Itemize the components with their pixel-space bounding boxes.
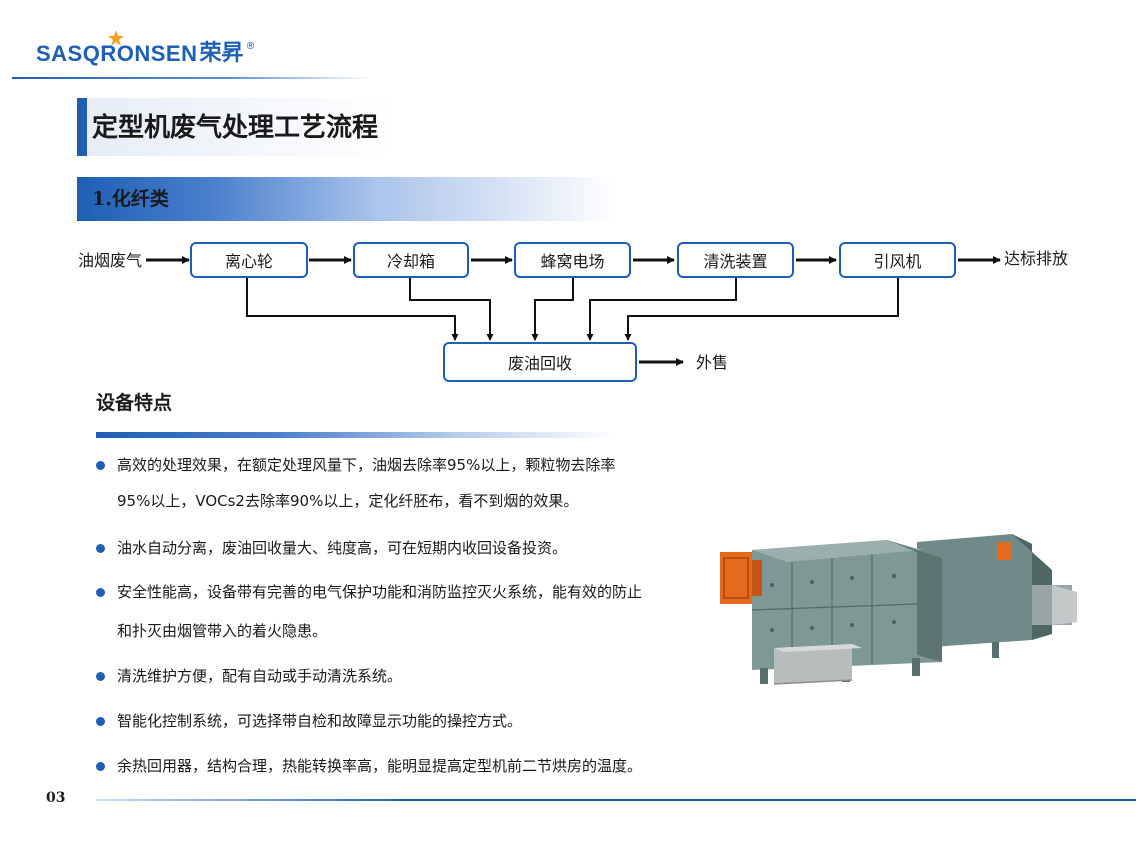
section-title: 1.化纤类 <box>92 188 169 210</box>
brand-logo: SASQRONSEN 荣昇 ® <box>36 30 256 72</box>
drain-line-2 <box>409 278 494 341</box>
flow-node-label: 废油回收 <box>507 354 572 373</box>
flow-node-waste-oil-recovery: 废油回收 <box>443 342 637 382</box>
flow-input-label: 油烟废气 <box>78 251 143 270</box>
flow-drain-lines <box>246 278 899 341</box>
feature-item: 智能化控制系统，可选择带自检和故障显示功能的操控方式。 <box>117 712 523 730</box>
feature-item: 高效的处理效果，在额定处理风量下，油烟去除率95%以上，颗粒物去除率 <box>117 456 616 474</box>
flow-node-label: 蜂窝电场 <box>540 252 605 271</box>
features-underline <box>96 432 616 438</box>
feature-item: 清洗维护方便，配有自动或手动清洗系统。 <box>117 667 403 685</box>
drain-line-4 <box>586 278 737 341</box>
logo-star-icon <box>108 30 124 46</box>
page-number: 03 <box>46 790 66 806</box>
flow-node-cleaning-device: 清洗装置 <box>677 242 794 278</box>
flow-node-cooling-box: 冷却箱 <box>353 242 469 278</box>
flow-node-label: 冷却箱 <box>386 252 435 271</box>
title-band <box>77 98 395 156</box>
drain-line-3 <box>531 278 574 341</box>
feature-item: 余热回用器，结构合理，热能转换率高，能明显提高定型机前二节烘房的温度。 <box>117 757 643 775</box>
section-band <box>77 177 617 221</box>
page-title: 定型机废气处理工艺流程 <box>92 113 379 143</box>
flow-node-induced-fan: 引风机 <box>839 242 956 278</box>
flow-collector-output-label: 外售 <box>696 353 729 372</box>
flow-node-label: 清洗装置 <box>703 252 768 271</box>
bullet-icon <box>96 762 105 771</box>
drain-line-1 <box>246 278 459 341</box>
equipment-photo <box>720 534 1077 685</box>
brand-name: SASQRONSEN <box>36 41 198 66</box>
feature-item-continued: 95%以上，VOCs2去除率90%以上，定化纤胚布，看不到烟的效果。 <box>117 492 579 510</box>
feature-item: 油水自动分离，废油回收量大、纯度高，可在短期内收回设备投资。 <box>117 539 568 557</box>
header-divider <box>12 77 372 79</box>
feature-item: 安全性能高，设备带有完善的电气保护功能和消防监控灭火系统，能有效的防止 <box>117 583 643 601</box>
footer-divider <box>96 799 1136 801</box>
features-title: 设备特点 <box>96 392 173 414</box>
bullet-icon <box>96 461 105 470</box>
bullet-icon <box>96 717 105 726</box>
flow-node-honeycomb-field: 蜂窝电场 <box>514 242 631 278</box>
registered-mark: ® <box>245 41 256 52</box>
bullet-icon <box>96 588 105 597</box>
bullet-icon <box>96 544 105 553</box>
drain-line-5 <box>624 278 899 341</box>
brand-name-cn: 荣昇 <box>199 41 244 66</box>
flow-output-label: 达标排放 <box>1004 249 1069 268</box>
flow-node-centrifugal-wheel: 离心轮 <box>190 242 308 278</box>
bullet-icon <box>96 672 105 681</box>
flow-node-label: 离心轮 <box>224 252 273 271</box>
flow-node-label: 引风机 <box>873 252 922 271</box>
feature-item-continued: 和扑灭由烟管带入的着火隐患。 <box>117 622 328 640</box>
